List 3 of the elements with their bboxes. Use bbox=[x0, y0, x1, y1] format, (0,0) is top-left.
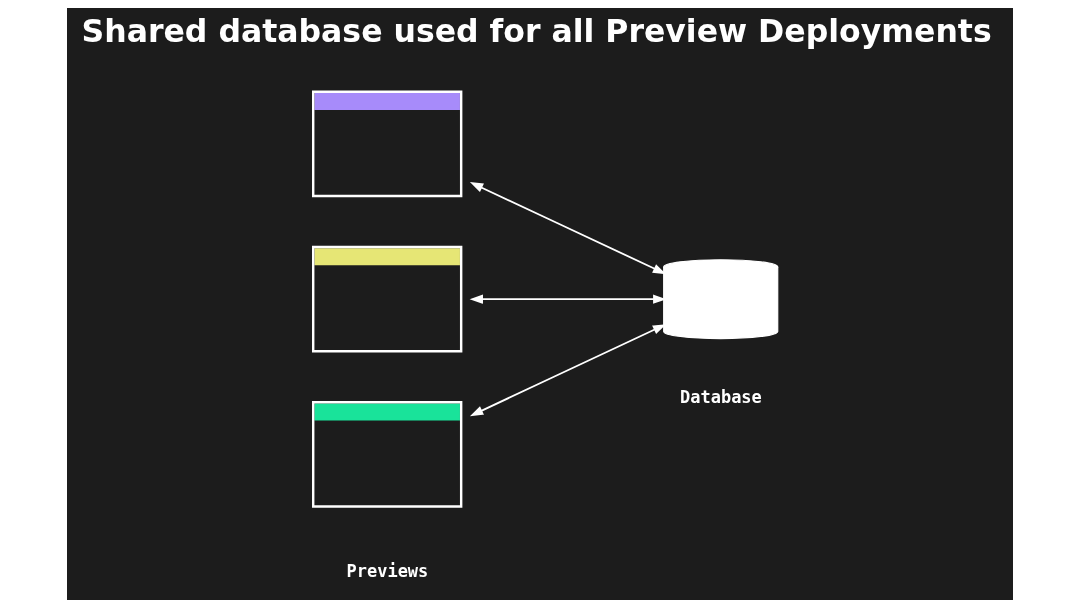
diagram-title: Shared database used for all Preview Deployments bbox=[81, 12, 992, 49]
node-label: Database bbox=[680, 387, 762, 408]
label: Previews bbox=[346, 560, 429, 581]
